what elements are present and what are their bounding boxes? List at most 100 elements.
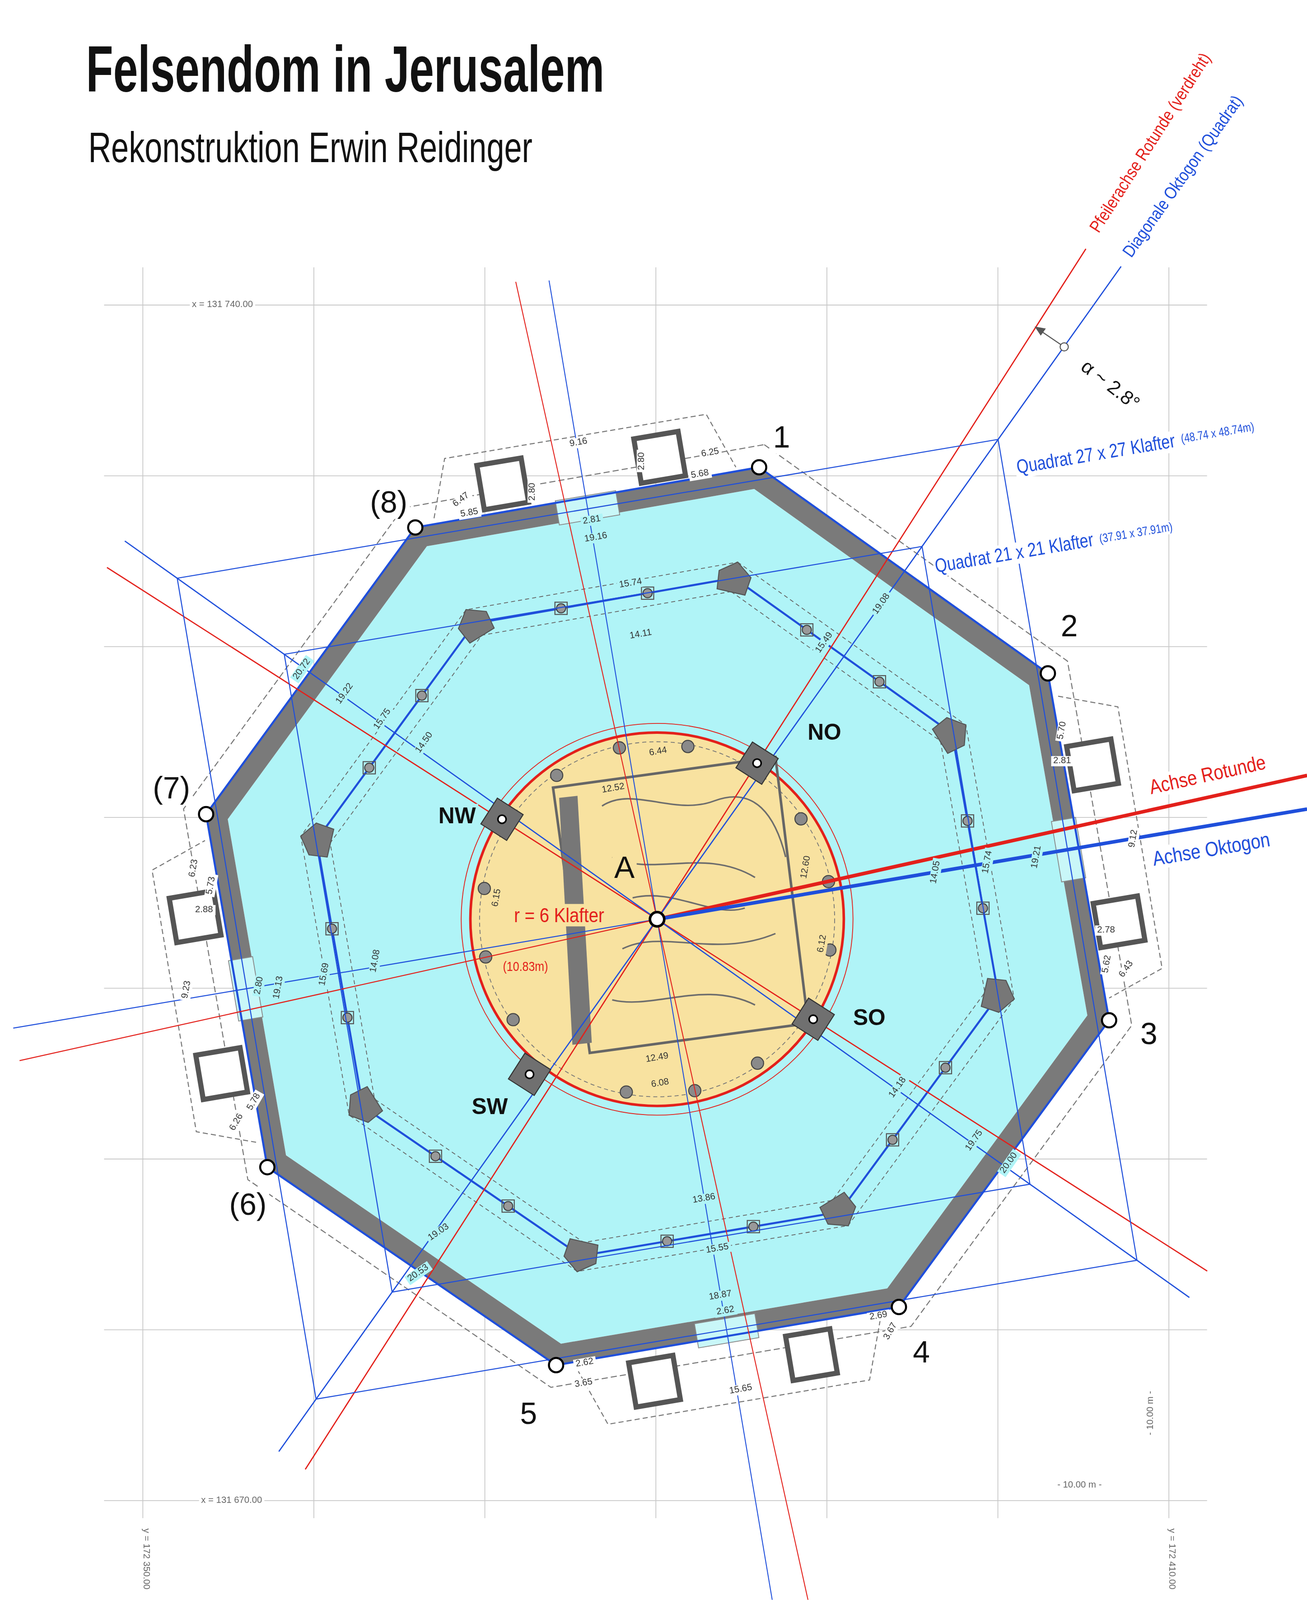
construction-line: [124, 541, 1190, 1298]
rotunda-outer: [461, 723, 854, 1116]
column-base: [800, 623, 813, 636]
construction-line: [305, 248, 1086, 1470]
axis-rotunde: [657, 775, 1307, 920]
column: [748, 1222, 758, 1232]
outer-octagon-line: [205, 467, 1109, 1366]
grid-label: - 10.00 m -: [1055, 1480, 1104, 1491]
grid-label: y = 172 350.00: [140, 1526, 151, 1592]
callout-number: (6): [227, 1187, 269, 1222]
vertex-marker: [548, 1358, 564, 1373]
grid-label: x = 131 670.00: [199, 1495, 265, 1506]
column: [662, 1236, 672, 1246]
angle-arrowhead: [1034, 326, 1046, 336]
grid-label: x = 131 740.00: [189, 299, 255, 310]
dimension-label: 2.80: [527, 480, 538, 504]
vertex-marker: [408, 520, 423, 535]
column: [874, 676, 884, 687]
rotunda-column: [681, 740, 695, 753]
pier-label: SO: [850, 1005, 888, 1031]
callout-number: 4: [910, 1335, 933, 1369]
porch-room: [1066, 738, 1119, 791]
column-base: [341, 1011, 354, 1024]
column-base: [326, 922, 339, 935]
dimension-label: 2.69: [866, 1309, 891, 1323]
rotunda-pier: [508, 1053, 551, 1096]
dimension-label: 3.67: [880, 1319, 901, 1344]
dimension-label: 15.65: [726, 1382, 756, 1397]
grid-line: [142, 267, 144, 1519]
arcade-line: [316, 578, 999, 1256]
arcade-pier: [820, 1192, 856, 1226]
pier-point: [498, 815, 507, 824]
column-base: [415, 689, 429, 702]
column: [417, 690, 427, 701]
dimension-label: 6.26: [226, 1110, 247, 1135]
callout-number: 5: [518, 1396, 540, 1431]
column-base: [363, 761, 376, 775]
column: [802, 625, 812, 635]
porch-room: [196, 1047, 248, 1100]
dimension-label: 6.25: [698, 446, 723, 460]
column-base: [502, 1199, 515, 1213]
column: [327, 924, 337, 934]
porch-room: [169, 891, 222, 943]
construction-line: [107, 567, 1208, 1272]
arcade-pier: [932, 717, 967, 754]
grid-label: y = 172 410.00: [1166, 1526, 1177, 1592]
rotunda: [470, 732, 845, 1107]
pier-point: [809, 1015, 818, 1024]
rotunda-pier: [792, 998, 835, 1041]
porch-room: [785, 1328, 838, 1381]
outer-wall: [205, 467, 1109, 1366]
vertex-marker: [1040, 666, 1055, 681]
vertex-marker: [260, 1160, 275, 1175]
dimension-label: 9.16: [566, 435, 591, 450]
rotunda-pier: [736, 742, 779, 785]
dimension-label: 6.47: [449, 489, 473, 511]
rotunda-column: [794, 812, 808, 826]
vertex-marker: [891, 1299, 907, 1315]
arcade-dash: [330, 591, 985, 1243]
rotunda-column: [507, 1013, 520, 1026]
rotunda-column: [478, 882, 491, 895]
square-27: [177, 439, 1137, 1400]
column: [364, 763, 374, 773]
porch-room: [633, 431, 686, 484]
annotation: Quadrat 27 x 27 Klafter: [1013, 430, 1179, 479]
column: [430, 1151, 440, 1161]
column: [503, 1201, 513, 1211]
construction-line: [549, 280, 773, 1600]
annotation: α ~ 2.8°: [1074, 354, 1145, 416]
dimension-label: 9.12: [1126, 826, 1141, 851]
construction-line: [515, 281, 809, 1600]
pier-point: [525, 1070, 534, 1079]
dimension-label: 3.65: [571, 1376, 596, 1391]
callout-number: 3: [1138, 1016, 1160, 1051]
center-marker: [649, 912, 665, 927]
arcade-dash: [300, 562, 1015, 1272]
radius-label: r = 6 Klafter: [512, 904, 606, 927]
dimension-label: 2.78: [1095, 925, 1118, 936]
radius-label: (10.83m): [501, 960, 551, 975]
grid-line: [1168, 267, 1170, 1519]
porch-room: [628, 1355, 681, 1408]
vertex-marker: [751, 460, 767, 475]
dimension-label: 6.23: [186, 856, 201, 881]
pier-point: [752, 759, 761, 768]
porch-room: [476, 457, 529, 510]
rotunda-column: [550, 769, 563, 782]
construction-line: [13, 919, 658, 1029]
column-base: [873, 675, 886, 688]
pier-label: NO: [805, 720, 844, 746]
porches: [92, 354, 1222, 1484]
axis-label: Achse Rotunde: [1145, 750, 1270, 799]
annex-outline: [183, 444, 1132, 1388]
arcade-pier: [458, 609, 495, 644]
arcade-pier: [349, 1086, 383, 1123]
construction-line: [278, 266, 1121, 1452]
vertex-marker: [1101, 1012, 1117, 1028]
rotunda-dash: [479, 741, 835, 1097]
dimension-label: 2.81: [1051, 756, 1074, 766]
